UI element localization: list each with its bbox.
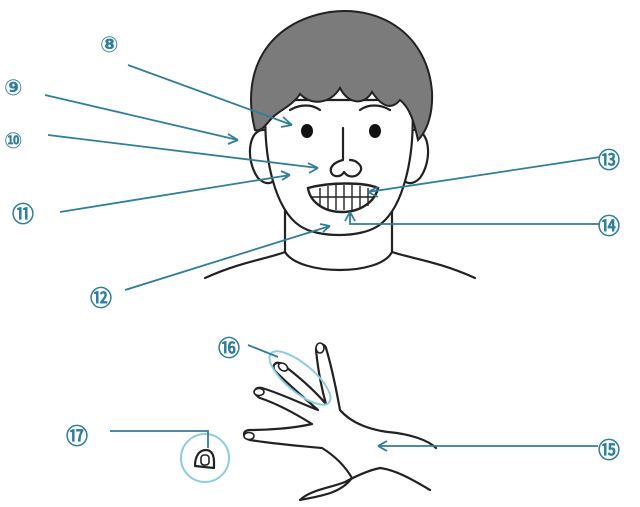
left-eye xyxy=(301,124,313,138)
callout-13: ⑬ xyxy=(598,148,620,174)
leader-11 xyxy=(60,171,290,212)
callout-17: ⑰ xyxy=(66,424,88,450)
leader-9 xyxy=(45,95,238,144)
index-nail xyxy=(254,389,264,396)
callout-16: ⑯ xyxy=(218,336,240,362)
callout-8: ⑧ xyxy=(100,33,119,58)
thumb-nail xyxy=(244,433,254,440)
shoulders xyxy=(205,252,285,278)
callout-14: ⑭ xyxy=(598,214,620,240)
head-illustration xyxy=(205,11,475,278)
callout-12: ⑫ xyxy=(90,286,112,312)
hand-illustration xyxy=(181,343,436,500)
leader-15 xyxy=(378,441,598,451)
callout-15: ⑮ xyxy=(598,438,620,464)
leader-12 xyxy=(125,224,330,290)
right-eye xyxy=(369,124,381,138)
callout-11: ⑪ xyxy=(12,202,34,228)
callout-9: ⑨ xyxy=(4,76,23,101)
thumb-detail-nail-plate xyxy=(201,455,209,465)
callout-10: ⑩ xyxy=(4,129,23,154)
ring-nail xyxy=(316,343,324,353)
